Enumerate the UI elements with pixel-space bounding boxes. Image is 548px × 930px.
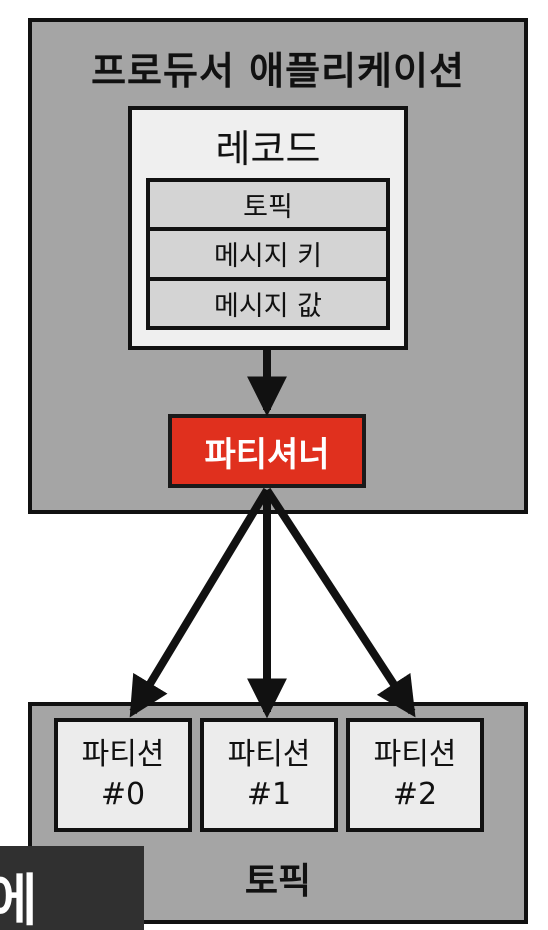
record-title: 레코드 xyxy=(215,127,321,171)
partition-0-id: #0 xyxy=(100,777,146,812)
record-field-topic: 토픽 xyxy=(243,192,293,224)
partition-0-name: 파티션 xyxy=(81,737,165,772)
subtitle-text: 에 xyxy=(0,869,38,930)
record-fields: 토픽 메시지 키 메시지 값 xyxy=(146,178,390,330)
record-field-message-value: 메시지 값 xyxy=(150,276,386,326)
partitioner-box: 파티셔너 xyxy=(168,414,366,488)
subtitle-overlay: 에 xyxy=(0,846,144,930)
topic-label: 토픽 xyxy=(244,861,312,902)
arrow-partitioner-to-partition-2 xyxy=(263,487,416,718)
partition-2-name: 파티션 xyxy=(373,737,457,772)
arrow-partitioner-to-partition-0 xyxy=(129,487,271,718)
partition-0: 파티션 #0 xyxy=(54,718,192,832)
partition-2: 파티션 #2 xyxy=(346,718,484,832)
partition-1-name: 파티션 xyxy=(227,737,311,772)
partition-2-id: #2 xyxy=(392,777,438,812)
record-field-message-key: 메시지 키 xyxy=(150,227,386,276)
partition-1: 파티션 #1 xyxy=(200,718,338,832)
producer-application-title: 프로듀서 애플리케이션 xyxy=(91,49,465,93)
partition-1-id: #1 xyxy=(246,777,292,812)
